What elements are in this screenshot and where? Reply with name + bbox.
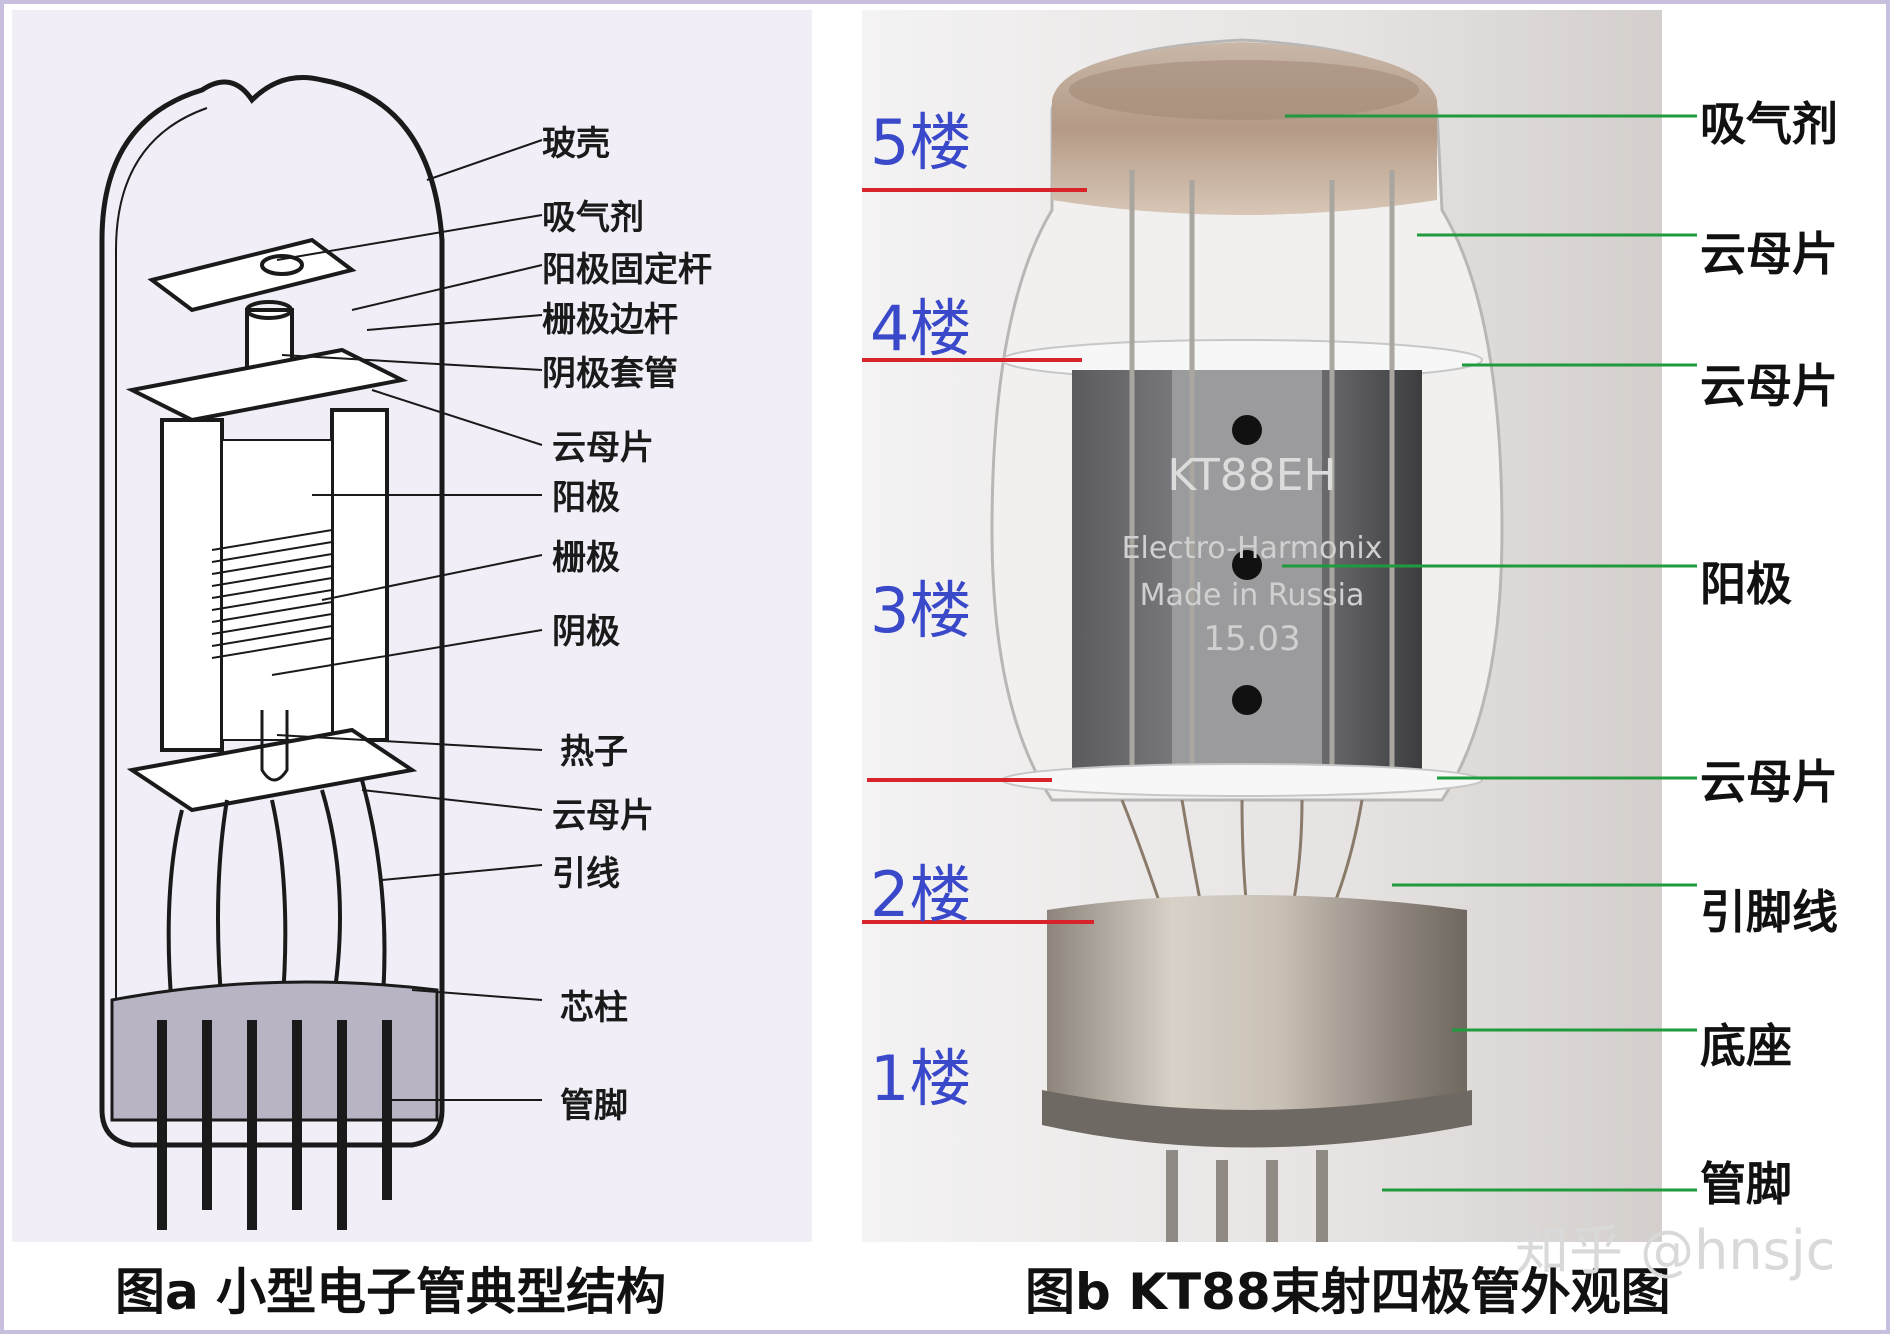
floor-5: 5楼 [870, 106, 972, 179]
label-stem: 芯柱 [560, 988, 628, 1028]
caption-a: 图a 小型电子管典型结构 [115, 1263, 667, 1321]
label-mica-upper: 云母片 [1700, 359, 1838, 413]
label-lead-wire: 引线 [552, 854, 620, 894]
label-base: 底座 [1700, 1019, 1792, 1073]
label-heater: 热子 [560, 732, 628, 772]
label-pins: 管脚 [560, 1086, 628, 1126]
kt88-tube-illustration: KT88EH Electro-Harmonix Made in Russia 1… [862, 10, 1874, 1242]
label-cathode: 阴极 [552, 612, 620, 652]
tube-print-model: KT88EH [1167, 450, 1336, 501]
tube-print-brand: Electro-Harmonix [1122, 531, 1383, 566]
label-grid-side-rod: 栅极边杆 [542, 300, 678, 340]
caption-b: 图b KT88束射四极管外观图 [1025, 1263, 1671, 1321]
label-pins: 管脚 [1700, 1157, 1792, 1211]
tube-print-origin: Made in Russia [1140, 578, 1365, 613]
floor-3: 3楼 [870, 574, 972, 647]
label-cathode-sleeve: 阴极套管 [542, 354, 678, 394]
watermark: 知乎 @hnsjc [1515, 1219, 1836, 1282]
label-mica-lower: 云母片 [1700, 755, 1838, 809]
label-lead-wire: 引脚线 [1700, 885, 1838, 939]
label-getter: 吸气剂 [542, 198, 644, 238]
label-anode: 阳极 [1700, 557, 1792, 611]
label-anode-support-rod: 阳极固定杆 [542, 250, 712, 290]
panel-b-photo: KT88EH Electro-Harmonix Made in Russia 1… [862, 10, 1874, 1242]
label-glass-envelope: 玻壳 [542, 124, 610, 164]
label-getter: 吸气剂 [1700, 97, 1838, 151]
label-mica-top: 云母片 [1700, 227, 1838, 281]
label-mica-upper: 云母片 [552, 428, 654, 468]
floor-2: 2楼 [870, 858, 972, 931]
label-anode: 阳极 [552, 478, 620, 518]
floor-1: 1楼 [870, 1042, 972, 1115]
label-mica-lower: 云母片 [552, 796, 654, 836]
panel-a-diagram: 玻壳 吸气剂 阳极固定杆 栅极边杆 阴极套管 云母片 阳极 栅极 阴极 热子 云… [12, 10, 812, 1242]
tube-print-date: 15.03 [1203, 619, 1300, 659]
tube-cutaway-drawing [99, 75, 543, 1230]
floor-4: 4楼 [870, 292, 972, 365]
label-grid: 栅极 [552, 538, 620, 578]
